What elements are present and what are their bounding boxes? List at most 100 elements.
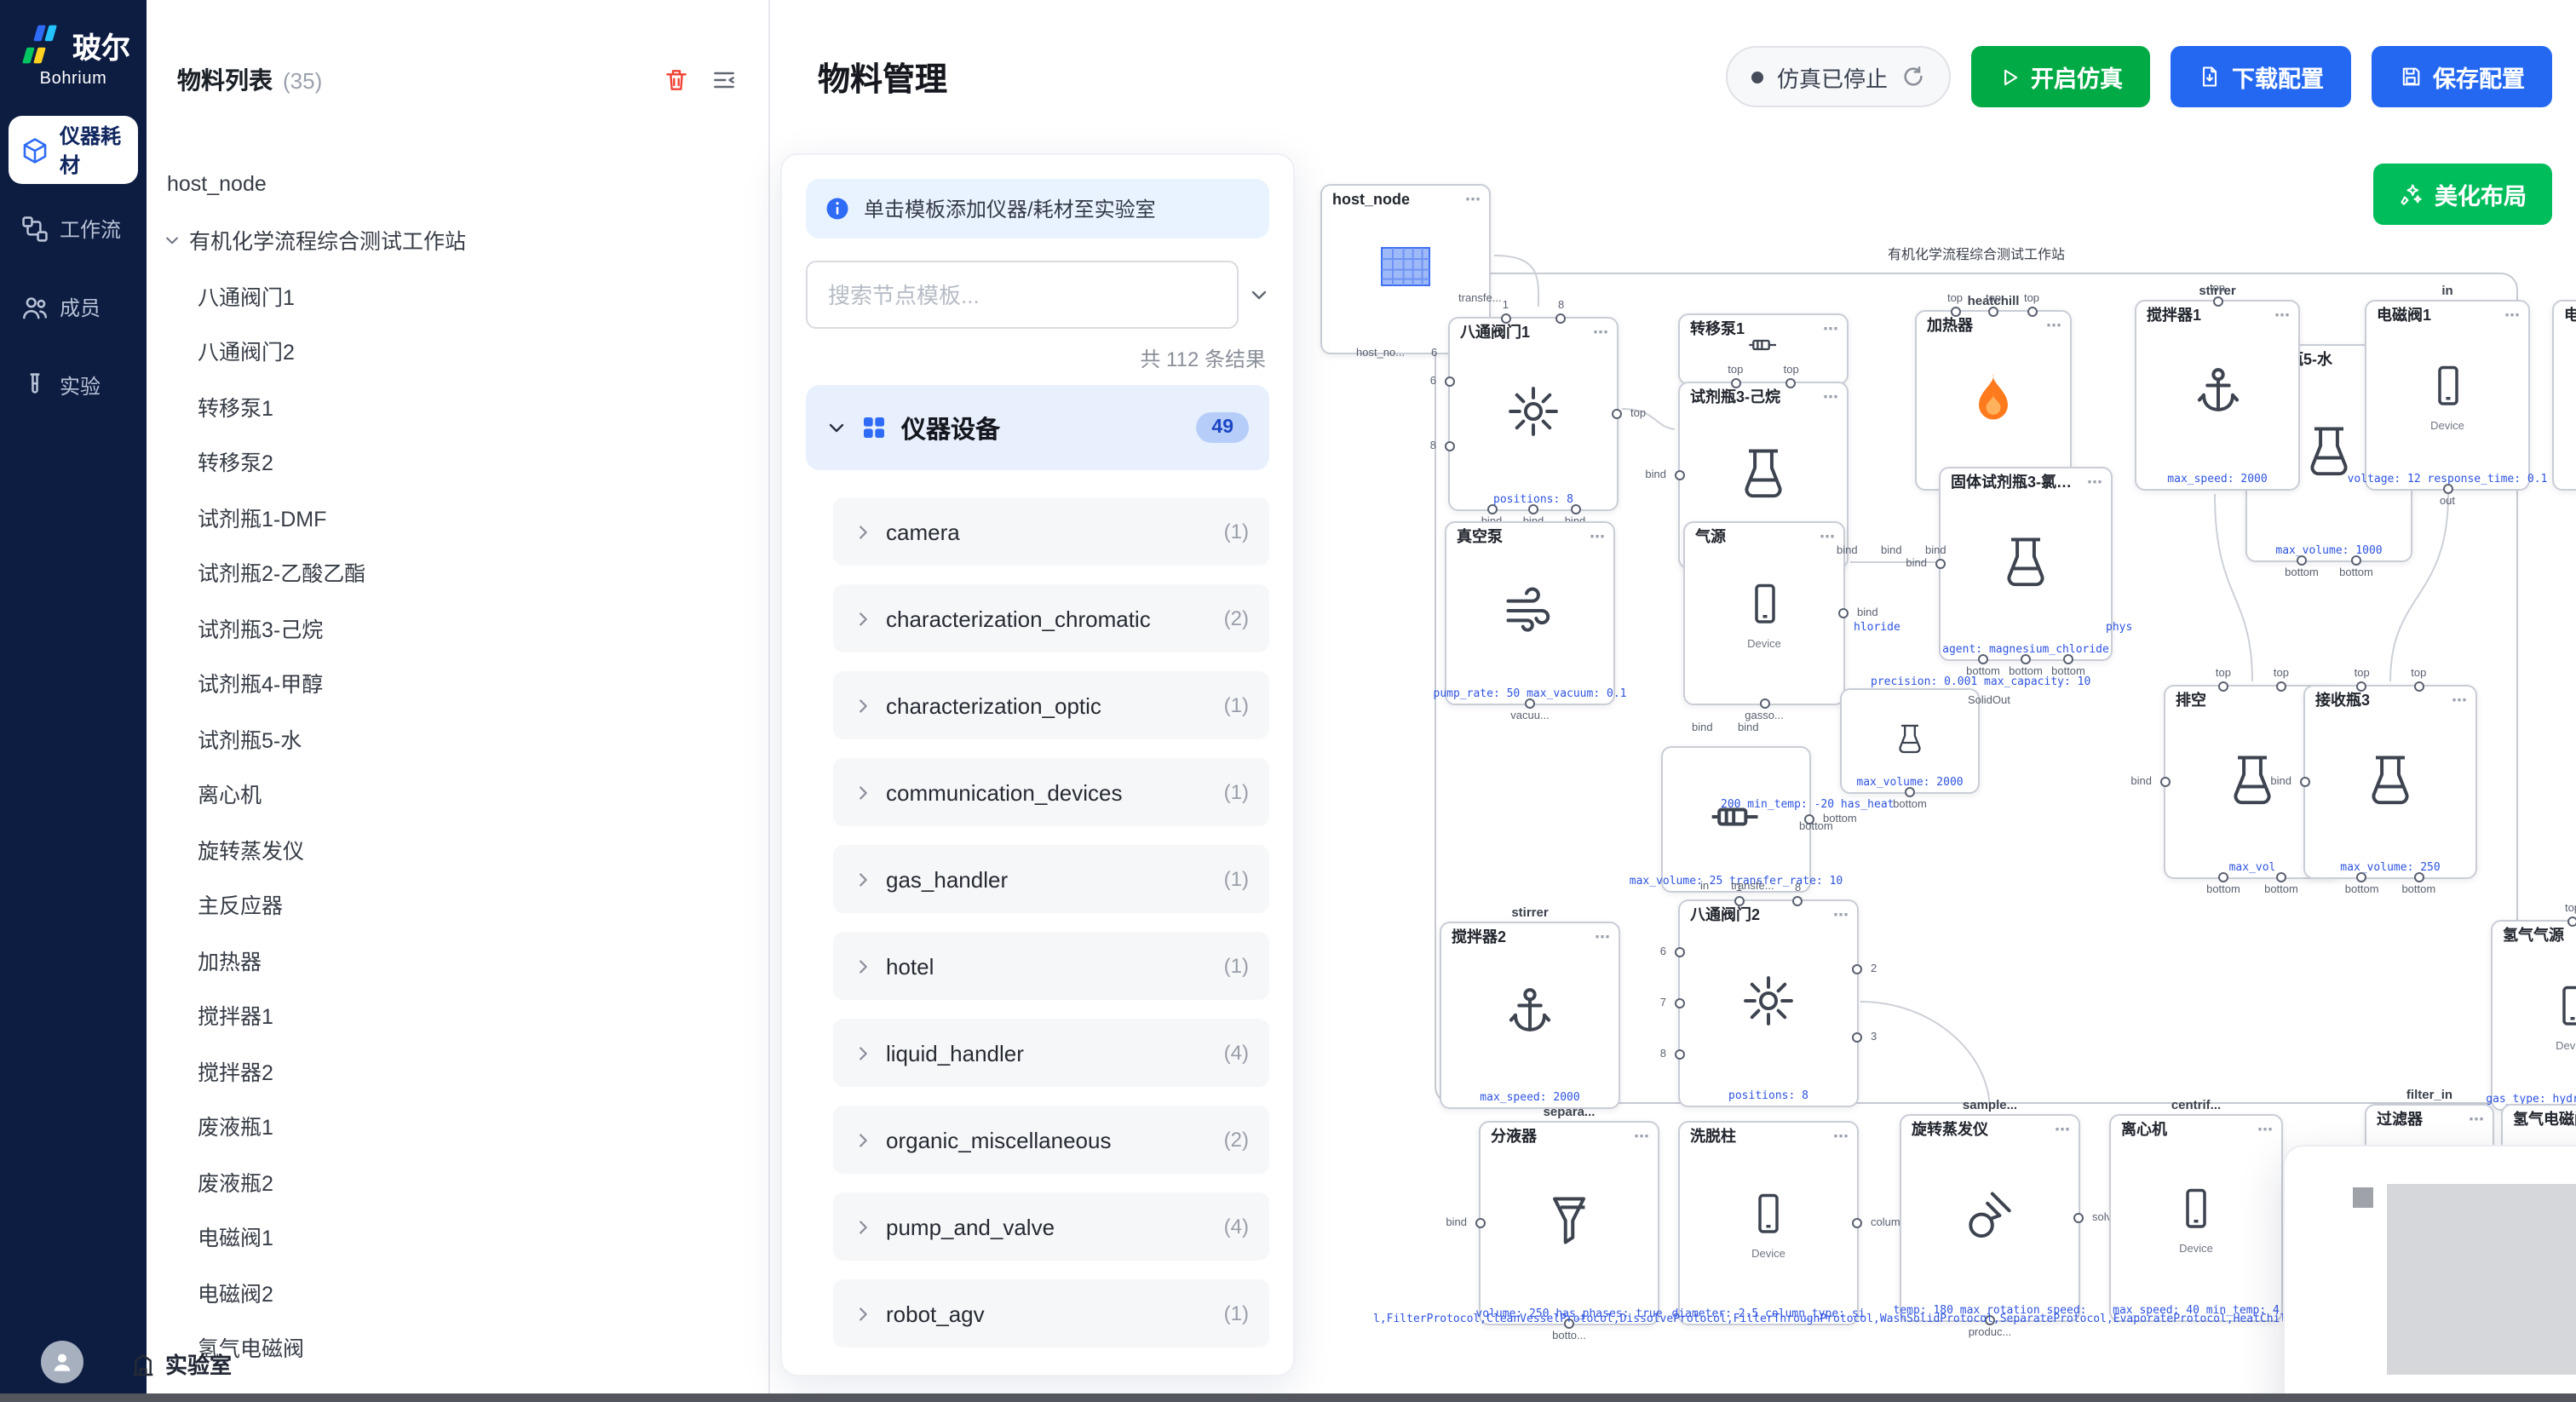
start-simulation-button[interactable]: 开启仿真 (1971, 46, 2150, 107)
node-port[interactable] (1475, 1218, 1486, 1228)
sidebar-item-members[interactable]: 成员 (9, 273, 138, 341)
node-port[interactable] (1905, 787, 1915, 797)
node-menu-icon[interactable] (1833, 1128, 1849, 1146)
tree-item[interactable]: 转移泵1 (147, 378, 768, 434)
canvas-node[interactable]: heatchill加热器toptoptop (1915, 293, 2072, 491)
node-port[interactable] (2413, 872, 2424, 882)
node-port[interactable] (1852, 1031, 1862, 1043)
node-port[interactable] (1852, 963, 1862, 974)
node-port[interactable] (1675, 1049, 1685, 1060)
save-config-button[interactable]: 保存配置 (2372, 46, 2552, 107)
download-config-button[interactable]: 下载配置 (2171, 46, 2351, 107)
chevron-down-icon[interactable] (1249, 284, 1269, 305)
node-port[interactable] (1564, 1319, 1574, 1329)
template-category[interactable]: hotel(1) (833, 932, 1269, 1000)
canvas-node[interactable]: 接收瓶3max_volume: 250toptopbottombottombin… (2270, 668, 2477, 896)
tree-item[interactable]: 搅拌器2 (147, 1043, 768, 1098)
node-port[interactable] (2217, 872, 2228, 882)
tree-item[interactable]: 废液瓶1 (147, 1098, 768, 1153)
tree-item[interactable]: 主反应器 (147, 876, 768, 932)
template-category[interactable]: characterization_optic(1) (833, 671, 1269, 739)
template-category[interactable]: characterization_chromatic(2) (833, 584, 1269, 652)
node-port[interactable] (1486, 504, 1497, 514)
tree-item[interactable]: 试剂瓶1-DMF (147, 489, 768, 544)
node-port[interactable] (1950, 307, 1960, 317)
node-port[interactable] (1838, 608, 1849, 618)
node-port[interactable] (1935, 559, 1946, 569)
node-menu-icon[interactable] (2504, 307, 2520, 325)
node-port[interactable] (1525, 698, 1535, 709)
node-port[interactable] (2063, 654, 2073, 664)
node-menu-icon[interactable] (2257, 1121, 2273, 1140)
node-port[interactable] (2217, 681, 2228, 692)
node-port[interactable] (2350, 555, 2361, 566)
node-menu-icon[interactable] (2087, 474, 2102, 492)
canvas-node[interactable]: stirrer搅拌器2max_speed: 2000 (1440, 905, 1620, 1109)
tree-item[interactable]: 试剂瓶2-乙酸乙酯 (147, 544, 768, 600)
sidebar-item-workflow[interactable]: 工作流 (9, 194, 138, 262)
tree-item[interactable]: 转移泵2 (147, 434, 768, 489)
node-menu-icon[interactable] (1823, 388, 1838, 407)
node-port[interactable] (1792, 896, 1803, 906)
node-menu-icon[interactable] (1590, 528, 1605, 547)
node-port[interactable] (2275, 681, 2286, 692)
tree-item[interactable]: 试剂瓶4-甲醇 (147, 655, 768, 710)
node-port[interactable] (1988, 307, 1998, 317)
sidebar-item-experiments[interactable]: 实验 (9, 351, 138, 419)
user-avatar[interactable] (41, 1341, 83, 1383)
node-port[interactable] (2356, 681, 2367, 692)
node-menu-icon[interactable] (2046, 317, 2061, 336)
node-port[interactable] (2356, 872, 2367, 882)
tree-item[interactable]: 搅拌器1 (147, 987, 768, 1043)
canvas-node[interactable]: 真空泵pump_rate: 50 max_vacuum: 0.1vacuu... (1434, 521, 1627, 722)
template-category[interactable]: camera(1) (833, 497, 1269, 566)
node-port[interactable] (2300, 777, 2310, 787)
template-category[interactable]: organic_miscellaneous(2) (833, 1106, 1269, 1174)
tree-item[interactable]: 电磁阀2 (147, 1264, 768, 1319)
delete-icon[interactable] (663, 66, 690, 94)
node-port[interactable] (1528, 504, 1538, 514)
node-menu-icon[interactable] (1820, 528, 1835, 547)
canvas-node[interactable]: 洗脱柱Devicediameter: 2.5 column_type: sico… (1672, 1121, 1910, 1325)
template-search-input[interactable] (806, 261, 1239, 329)
node-menu-icon[interactable] (2469, 1111, 2484, 1129)
node-port[interactable] (1500, 313, 1511, 324)
node-menu-icon[interactable] (1823, 320, 1838, 339)
beautify-layout-button[interactable]: 美化布局 (2373, 164, 2552, 225)
node-port[interactable] (1555, 313, 1567, 324)
simulation-status[interactable]: 仿真已停止 (1725, 46, 1951, 107)
template-category[interactable]: pump_and_valve(4) (833, 1192, 1269, 1261)
tree-item-root[interactable]: host_node (147, 157, 768, 212)
node-port[interactable] (2073, 1213, 2084, 1223)
node-port[interactable] (2160, 777, 2171, 787)
tree-item[interactable]: 试剂瓶5-水 (147, 710, 768, 766)
template-category[interactable]: communication_devices(1) (833, 758, 1269, 826)
node-port[interactable] (1978, 654, 1988, 664)
tree-item[interactable]: 电磁阀1 (147, 1209, 768, 1264)
template-category[interactable]: gas_handler(1) (833, 845, 1269, 913)
canvas-node[interactable]: 固体试剂瓶3-氯化镁agent: magnesium_chloridebotto… (1906, 467, 2113, 678)
lab-switcher[interactable]: 实验室 (129, 1347, 232, 1380)
node-port[interactable] (1675, 998, 1685, 1008)
node-menu-icon[interactable] (2452, 692, 2467, 710)
tree-item[interactable]: 旋转蒸发仪 (147, 821, 768, 876)
node-port[interactable] (1445, 376, 1455, 388)
canvas-node[interactable]: 气源Devicegasso...bind (1683, 521, 1878, 722)
tree-item[interactable]: 八通阀门1 (147, 267, 768, 323)
node-port[interactable] (2027, 307, 2037, 317)
tree-item[interactable]: 试剂瓶3-己烷 (147, 600, 768, 655)
node-port[interactable] (1675, 470, 1685, 480)
node-port[interactable] (2567, 916, 2576, 927)
node-port[interactable] (2275, 872, 2286, 882)
collapse-list-icon[interactable] (710, 66, 738, 94)
node-port[interactable] (2413, 681, 2424, 692)
canvas-node[interactable]: 电磁阀2Devicevoltage: 12 (2552, 300, 2576, 491)
node-port[interactable] (1985, 1315, 1995, 1325)
node-port[interactable] (1852, 1218, 1862, 1228)
node-menu-icon[interactable] (1833, 906, 1849, 925)
node-menu-icon[interactable] (1593, 324, 1608, 342)
node-port[interactable] (2021, 654, 2031, 664)
